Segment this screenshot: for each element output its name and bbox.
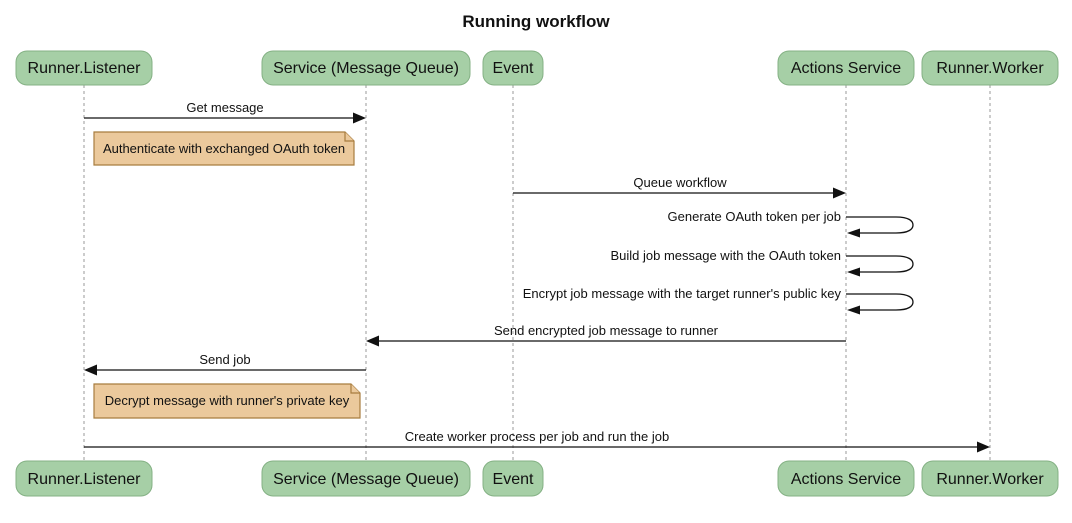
actor-box [261,50,471,86]
actor-top-event: Event [482,50,544,86]
note-shape [93,131,355,166]
actor-label: Actions Service [791,471,901,488]
actor-label: Runner.Listener [28,471,142,488]
actor-bottom-runner-listener: Runner.Listener [15,460,153,497]
self-loop-line [846,255,914,273]
actor-label: Actions Service [791,60,901,77]
actor-label: Runner.Listener [28,60,142,77]
actor-box [261,460,471,497]
message-label: Generate OAuth token per job [668,209,841,224]
diagram-title: Running workflow [462,12,610,31]
note-fold-corner [344,132,354,142]
actor-box [921,460,1059,497]
arrowhead-right-icon [833,187,846,199]
actor-bottom-event: Event [482,460,544,497]
actor-bottom-service-message-queue: Service (Message Queue) [261,460,471,497]
message-queue-workflow: Queue workflow [513,175,846,199]
self-message-generate-oauth-token: Generate OAuth token per job [668,209,914,238]
actor-box [777,460,915,497]
actor-box [482,50,544,86]
message-send-encrypted-job: Send encrypted job message to runner [366,323,846,347]
message-label: Create worker process per job and run th… [405,429,669,444]
actor-box [921,50,1059,86]
note-label: Authenticate with exchanged OAuth token [103,141,345,156]
actor-top-runner-listener: Runner.Listener [15,50,153,86]
self-message-build-job-message: Build job message with the OAuth token [610,248,914,277]
arrowhead-left-icon [847,267,860,277]
actor-label: Event [493,60,534,77]
self-message-encrypt-job-message: Encrypt job message with the target runn… [523,286,914,315]
message-create-worker-process: Create worker process per job and run th… [84,429,990,453]
actor-box [15,50,153,86]
arrowhead-left-icon [366,335,379,347]
self-loop-line [846,216,914,234]
note-fold-corner [350,384,360,394]
message-send-job: Send job [84,352,366,376]
actor-label: Runner.Worker [936,60,1044,77]
actor-box [482,460,544,497]
message-label: Build job message with the OAuth token [610,248,841,263]
arrowhead-left-icon [847,305,860,315]
self-loop-line [846,293,914,311]
arrowhead-left-icon [847,228,860,238]
actor-label: Service (Message Queue) [273,60,459,77]
message-label: Get message [186,100,263,115]
actor-label: Runner.Worker [936,471,1044,488]
note-label: Decrypt message with runner's private ke… [105,393,350,408]
actor-label: Event [493,471,534,488]
actor-top-service-message-queue: Service (Message Queue) [261,50,471,86]
arrowhead-right-icon [977,441,990,453]
message-label: Encrypt job message with the target runn… [523,286,842,301]
actor-top-actions-service: Actions Service [777,50,915,86]
actor-box [777,50,915,86]
message-label: Send encrypted job message to runner [494,323,719,338]
message-get-message: Get message [84,100,366,124]
message-label: Queue workflow [633,175,727,190]
actor-label: Service (Message Queue) [273,471,459,488]
arrowhead-right-icon [353,112,366,124]
note-authenticate-oauth: Authenticate with exchanged OAuth token [93,131,355,166]
message-label: Send job [199,352,250,367]
arrowhead-left-icon [84,364,97,376]
note-decrypt-message: Decrypt message with runner's private ke… [93,383,361,419]
note-shape [93,383,361,419]
actor-bottom-runner-worker: Runner.Worker [921,460,1059,497]
actor-top-runner-worker: Runner.Worker [921,50,1059,86]
actor-box [15,460,153,497]
actor-bottom-actions-service: Actions Service [777,460,915,497]
